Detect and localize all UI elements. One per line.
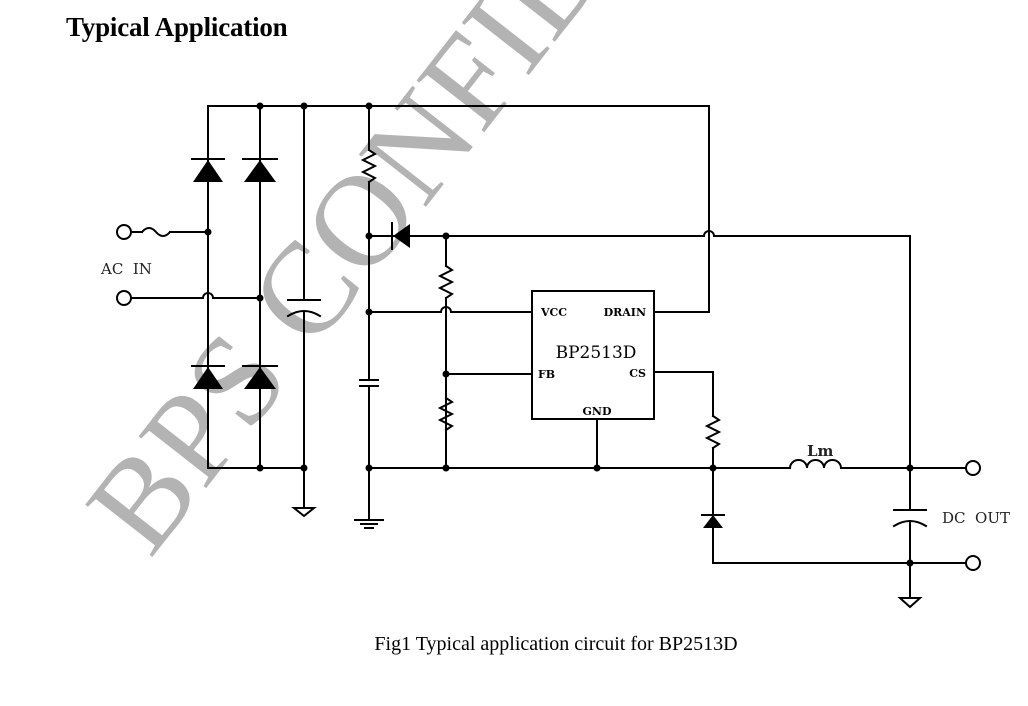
output-stage: Lm DC OUT [368,371,1010,609]
bridge-diode-lower-left [191,365,225,389]
fb-upper-resistor-icon [437,264,455,300]
pin-gnd-label: GND [583,405,612,418]
freewheel-diode [701,514,725,528]
ac-in-label: AC IN [100,260,152,278]
pin-cs-label: CS [629,367,646,380]
fb-lower-resistor-icon [437,396,455,432]
ground-icon [291,507,317,518]
dc-out-terminal-negative [965,555,981,571]
fuse-icon [140,227,172,237]
inductor-label: Lm [807,442,834,460]
section-heading: Typical Application [66,12,288,42]
output-ground-icon [897,597,923,609]
bridge-diode-upper-right [242,158,278,182]
bridge-diode-upper-left [191,158,225,182]
startup-resistor-icon [360,148,378,184]
pin-vcc-label: VCC [540,306,567,319]
bridge-rectifier [191,102,710,472]
pin-drain-label: DRAIN [604,306,646,319]
watermark: BPS CONFIDENTIAL [59,0,922,578]
ic-body [531,290,655,420]
bridge-diode-lower-right [242,365,278,389]
watermark-text: BPS CONFIDENTIAL [59,0,922,578]
ac-input-terminal-1 [116,224,132,240]
ac-input-terminal-2 [116,290,132,306]
feedback-network [368,222,911,472]
bulk-capacitor [286,102,322,518]
controller-ic: VCC DRAIN BP2513D FB CS GND [531,290,655,469]
figure-caption: Fig1 Typical application circuit for BP2… [374,633,738,655]
vcc-supply-diode [391,222,410,250]
pin-fb-label: FB [538,368,555,381]
ic-part-number: BP2513D [556,343,637,363]
current-sense-resistor-icon [704,414,722,450]
dc-out-label: DC OUT [942,509,1010,527]
dc-out-terminal-positive [965,460,981,476]
inductor-icon [788,459,843,470]
startup-network [354,102,384,529]
